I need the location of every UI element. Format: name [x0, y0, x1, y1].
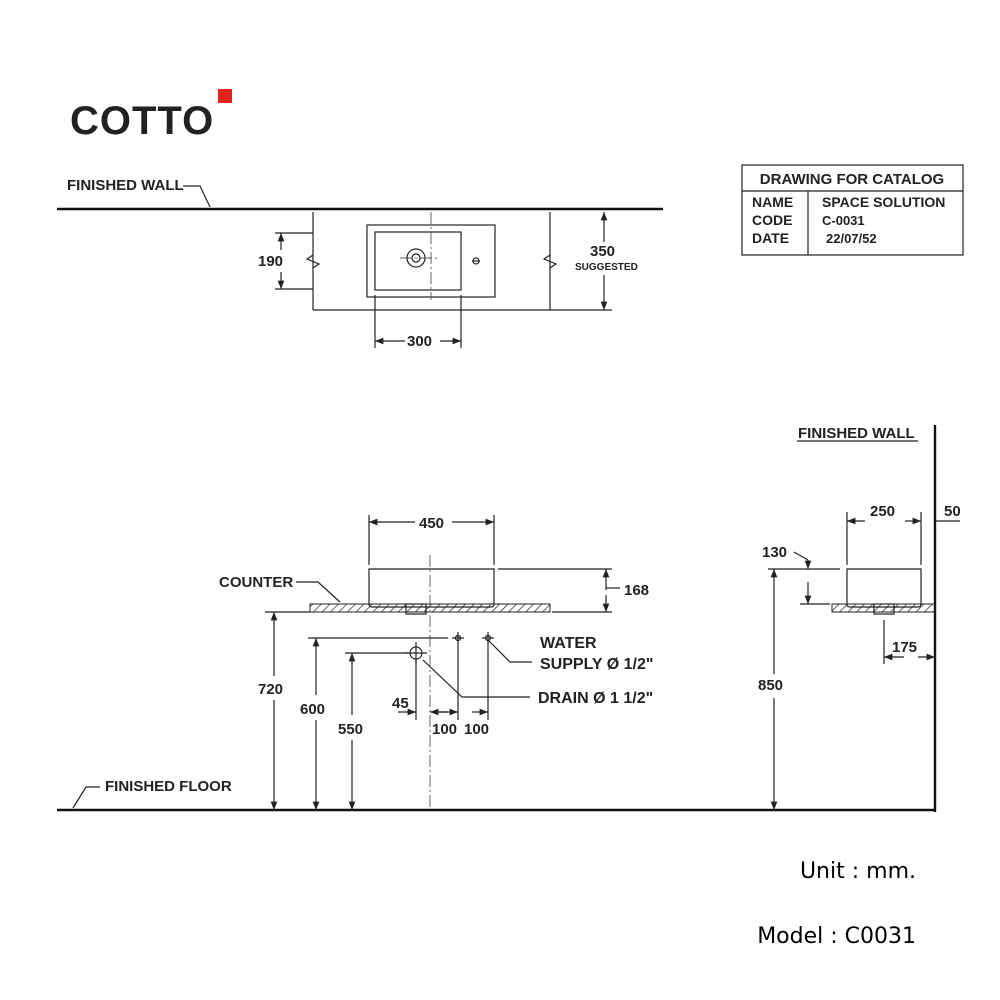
front-view: FINISHED FLOOR COUNTER 450 168 720 600 — [57, 515, 935, 812]
title-value-name: SPACE SOLUTION — [822, 194, 945, 210]
front-counter-label: COUNTER — [219, 574, 293, 591]
side-wall-label: FINISHED WALL — [798, 425, 915, 442]
front-dim-45: 45 — [392, 695, 409, 712]
side-drain-spigot — [873, 603, 895, 615]
title-block: DRAWING FOR CATALOG NAME SPACE SOLUTION … — [741, 164, 964, 256]
unit-label: Unit : mm. — [800, 859, 916, 884]
front-floor-label: FINISHED FLOOR — [105, 778, 232, 795]
plan-wall-label: FINISHED WALL — [67, 177, 184, 194]
front-dim-450: 450 — [419, 515, 444, 532]
front-dim-600: 600 — [300, 701, 325, 718]
side-dim-130: 130 — [762, 544, 787, 561]
front-drain-label: DRAIN Ø 1 1/2" — [538, 690, 653, 707]
plan-dim-190: 190 — [258, 253, 283, 270]
side-dim-175: 175 — [892, 639, 917, 656]
title-block-heading: DRAWING FOR CATALOG — [760, 171, 944, 188]
front-water-label-1: WATER — [540, 635, 597, 652]
front-drain-spigot — [405, 603, 427, 615]
title-key-name: NAME — [752, 194, 793, 210]
side-dim-50: 50 — [944, 503, 961, 520]
plan-dim-300: 300 — [407, 333, 432, 350]
front-dim-168: 168 — [624, 582, 649, 599]
brand-accent-square — [218, 89, 232, 103]
side-view: FINISHED WALL 250 50 130 175 850 — [758, 425, 961, 812]
side-dim-850: 850 — [758, 677, 783, 694]
plan-view: FINISHED WALL 190 350 SUGGESTED 300 — [57, 177, 663, 350]
side-dim-250: 250 — [870, 503, 895, 520]
plan-basin-bowl — [374, 231, 462, 291]
brand-name: COTTO — [70, 99, 214, 143]
title-value-code: C-0031 — [822, 213, 865, 228]
front-dim-100-b: 100 — [464, 721, 489, 738]
model-label: Model : C0031 — [757, 924, 916, 949]
front-dim-550: 550 — [338, 721, 363, 738]
front-water-label-2: SUPPLY Ø 1/2" — [540, 656, 653, 673]
front-dim-100-a: 100 — [432, 721, 457, 738]
title-value-date: 22/07/52 — [826, 231, 877, 246]
title-key-code: CODE — [752, 212, 792, 228]
front-basin — [368, 568, 495, 608]
title-key-date: DATE — [752, 230, 789, 246]
front-dim-720: 720 — [258, 681, 283, 698]
side-basin — [846, 568, 922, 608]
plan-dim-350: 350 — [590, 243, 615, 260]
plan-suggested-note: SUGGESTED — [575, 262, 638, 273]
brand-logo: COTTO — [70, 89, 232, 143]
